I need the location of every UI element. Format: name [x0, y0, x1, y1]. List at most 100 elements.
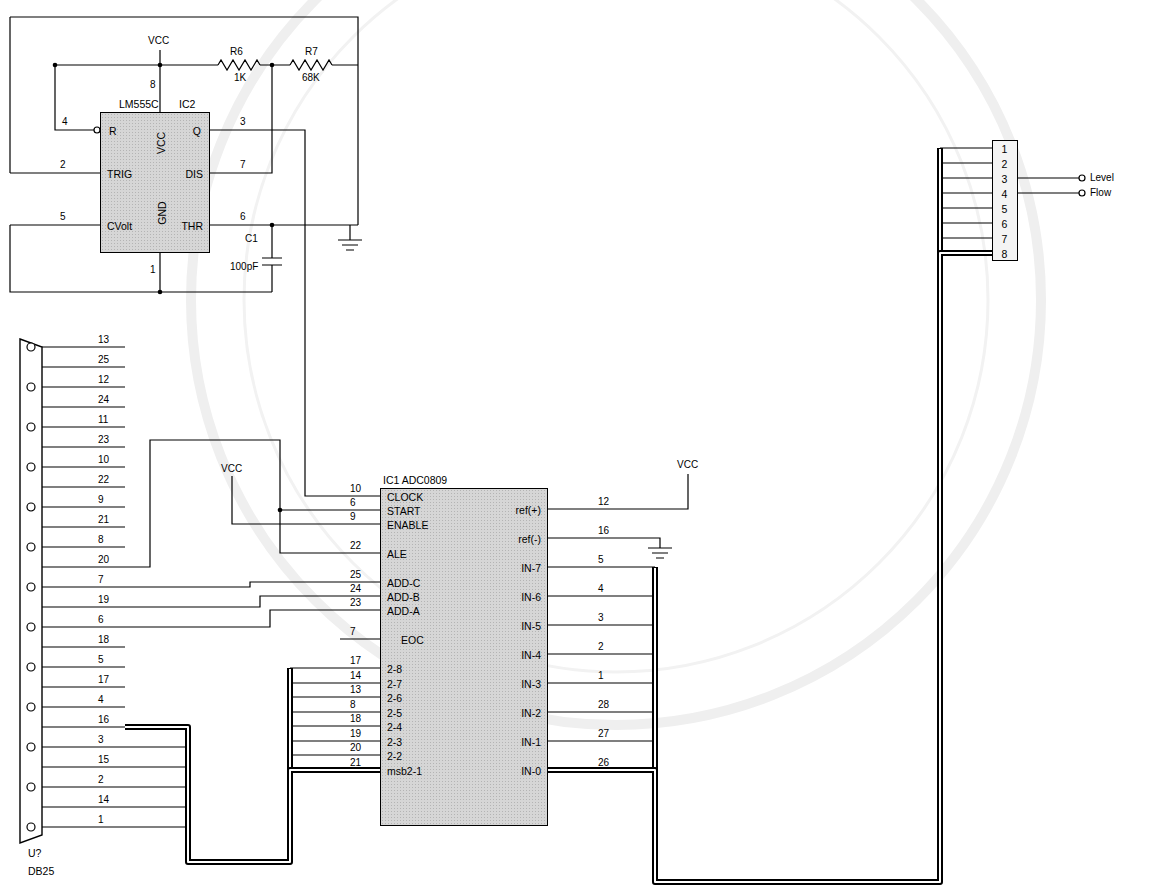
pin-number: 2 [98, 775, 104, 785]
pin-number: 20 [98, 555, 109, 565]
pin-number: 5 [598, 555, 604, 565]
pin-name: msb2-1 [387, 765, 422, 777]
pin-number: 17 [350, 656, 361, 666]
pin-name: 2-8 [387, 663, 402, 675]
pin-name: 2-2 [387, 750, 402, 762]
pin-number: 12 [98, 375, 109, 385]
pin-number: 7 [98, 575, 104, 585]
pin-number: 1 [150, 265, 156, 275]
pin-number: 12 [598, 497, 609, 507]
bus-outline [125, 727, 380, 862]
pin-number: 11 [98, 415, 108, 425]
pin-number: 24 [350, 584, 361, 594]
supply-label: VCC [221, 464, 242, 474]
signal-wire [125, 440, 380, 567]
pin-lead [42, 347, 125, 827]
pin-number: 3 [98, 735, 104, 745]
pin-number: 22 [98, 475, 109, 485]
pin-number: 18 [350, 714, 361, 724]
part-ref: C1 [245, 234, 258, 244]
pin-name: EOC [401, 634, 424, 646]
pin-socket [27, 463, 35, 471]
bus-core [188, 149, 940, 827]
timer-wiring [10, 17, 362, 292]
pin-number: 4 [98, 695, 104, 705]
pin-socket [27, 823, 35, 831]
pin-name: GND [155, 201, 167, 224]
pin-number: 25 [350, 570, 361, 580]
pin-name: TRIG [107, 168, 132, 180]
pin-number: 8 [1002, 248, 1008, 260]
pin-number: 4 [598, 584, 604, 594]
pin-name: 2-4 [387, 721, 402, 733]
pin-name: THR [181, 220, 203, 232]
chip-ref: IC2 [179, 98, 195, 110]
part-value: 1K [234, 73, 246, 83]
pin-name: VCC [155, 132, 167, 154]
pin-name: CVolt [107, 220, 132, 232]
pin-number: 9 [98, 495, 104, 505]
pin-socket [27, 623, 35, 631]
pin-number: 5 [60, 212, 66, 222]
pin-socket [27, 423, 35, 431]
pin-number: 6 [240, 212, 246, 222]
pin-number: 13 [98, 335, 109, 345]
pin-name: IN-5 [521, 620, 541, 632]
part-value: 100pF [230, 262, 258, 272]
pin-socket [27, 503, 35, 511]
signal-wire [210, 130, 380, 496]
pin-name: Q [193, 125, 201, 137]
wire [125, 440, 380, 567]
pin-number: 6 [98, 615, 104, 625]
pin-name: IN-4 [521, 649, 541, 661]
pin-number: 21 [98, 515, 109, 525]
pin-socket [27, 783, 35, 791]
pin-socket [27, 543, 35, 551]
wire [1018, 178, 1079, 193]
pin-number: 8 [150, 80, 156, 90]
pin-number: 22 [350, 541, 361, 551]
pin-socket [27, 383, 35, 391]
pin-number: 20 [350, 743, 361, 753]
pin-number: 2 [60, 160, 66, 170]
pin-number: 18 [98, 635, 109, 645]
pin-number: 10 [98, 455, 109, 465]
pin-number: 7 [350, 627, 356, 637]
pin-number: 19 [98, 595, 109, 605]
pin-number: 23 [350, 598, 361, 608]
pin-number: 28 [598, 700, 609, 710]
pin-name: R [109, 125, 117, 137]
pin-name: ADD-B [387, 591, 420, 603]
pin-number: 1 [98, 815, 104, 825]
terminal-circle [1079, 175, 1085, 181]
capacitor-symbol [262, 258, 282, 265]
bus-outline [548, 253, 992, 882]
pin-number: 2 [598, 642, 604, 652]
pin-name: 2-3 [387, 736, 402, 748]
pin-number: 14 [98, 795, 109, 805]
pin-name: ref(-) [518, 533, 541, 545]
pin-name: IN-6 [521, 591, 541, 603]
part-ref: R6 [230, 47, 243, 57]
pin-number: 10 [350, 484, 361, 494]
pin-number: 27 [598, 729, 609, 739]
pin-number: 16 [598, 526, 609, 536]
pin-number: 24 [98, 395, 109, 405]
wire [940, 148, 992, 238]
wire [125, 596, 380, 607]
junction-dot [270, 63, 275, 68]
pin-name: ADD-A [387, 605, 420, 617]
ground-symbol [648, 548, 672, 558]
pin-name: 2-5 [387, 707, 402, 719]
pin-number: 25 [98, 355, 109, 365]
pin-socket [27, 703, 35, 711]
bus-core [548, 253, 992, 882]
pin-number: 13 [350, 685, 361, 695]
junction-dot [53, 63, 58, 68]
pin-number: 9 [350, 512, 356, 522]
pin-name: IN-0 [521, 765, 541, 777]
pin-number: 8 [98, 535, 104, 545]
wire [125, 582, 380, 587]
part-value: 68K [302, 73, 320, 83]
bus-core [125, 727, 380, 862]
